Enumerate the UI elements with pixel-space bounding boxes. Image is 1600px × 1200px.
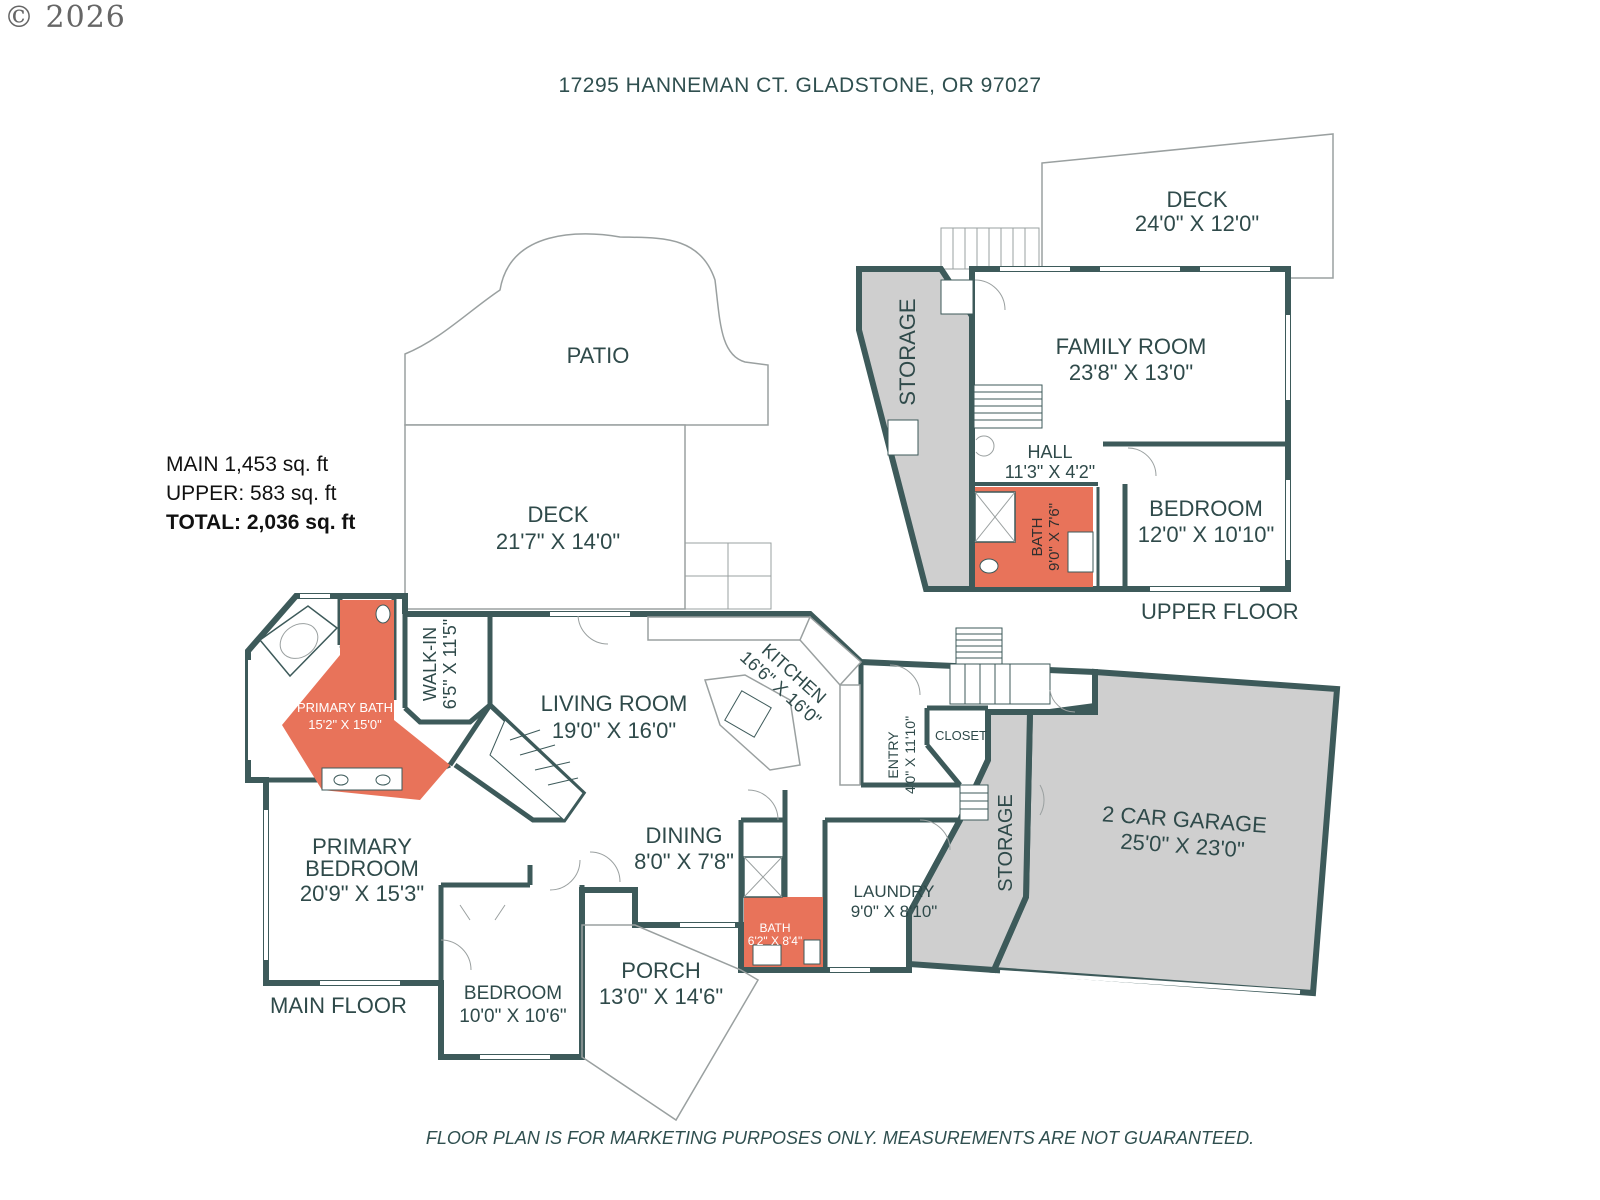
copyright-notice: © 2026 [4, 0, 126, 35]
upper-interior-stairs [887, 279, 1043, 456]
laundry-name: LAUNDRY [854, 882, 935, 901]
area-summary: MAIN 1,453 sq. ft UPPER: 583 sq. ft TOTA… [166, 450, 355, 537]
upper-storage-name: STORAGE [895, 298, 920, 405]
primary-bath-area [282, 600, 450, 800]
primary-bedroom-dims: 20'9" X 15'3" [300, 881, 424, 906]
living-room-dims: 19'0" X 16'0" [552, 718, 676, 743]
laundry-dims: 9'0" X 8'10" [851, 902, 938, 921]
patio-area [404, 233, 769, 426]
upper-area: UPPER: 583 sq. ft [166, 482, 337, 505]
upper-deck-name: DECK [1166, 187, 1227, 212]
main-windows [264, 612, 1301, 1059]
porch-dims: 13'0" X 14'6" [599, 984, 723, 1009]
living-room-name: LIVING ROOM [541, 691, 688, 716]
porch-area [581, 924, 760, 1122]
primary-bedroom-line2: BEDROOM [305, 856, 419, 881]
main-bath-name: BATH [759, 921, 790, 935]
entry-name: ENTRY [885, 731, 901, 779]
primary-bath-dims: 15'2" X 15'0" [308, 717, 382, 732]
total-area: TOTAL: 2,036 sq. ft [166, 511, 356, 534]
walk-in-name: WALK-IN [420, 627, 440, 701]
hall-dims: 11'3" X 4'2" [1005, 462, 1095, 482]
upper-bedroom-dims: 12'0" X 10'10" [1138, 522, 1275, 547]
upper-floor-label: UPPER FLOOR [1141, 599, 1299, 624]
family-room-name: FAMILY ROOM [1056, 334, 1207, 359]
dining-dims: 8'0" X 7'8" [634, 849, 734, 874]
dining-name: DINING [646, 823, 723, 848]
upper-bedroom-name: BEDROOM [1149, 496, 1263, 521]
disclaimer-text: FLOOR PLAN IS FOR MARKETING PURPOSES ONL… [425, 1128, 1255, 1148]
main-bedroom-dims: 10'0" X 10'6" [459, 1006, 566, 1027]
patio-name: PATIO [567, 343, 630, 368]
closet-name: CLOSET [935, 728, 987, 743]
hall-name: HALL [1027, 442, 1072, 462]
main-bath-dims: 6'2" X 8'4" [748, 934, 802, 948]
family-room-dims: 23'8" X 13'0" [1069, 360, 1193, 385]
upper-door-swings [974, 279, 1157, 477]
main-storage-name: STORAGE [995, 794, 1017, 891]
primary-bedroom-line1: PRIMARY [312, 834, 412, 859]
main-door-swings [440, 613, 1076, 971]
main-bedroom-name: BEDROOM [464, 983, 562, 1004]
porch-name: PORCH [621, 958, 700, 983]
main-deck-stairs [684, 542, 772, 610]
entry-dims: 4'0" X 11'10" [902, 716, 918, 794]
main-interior-stairs [489, 627, 1051, 821]
upper-bath-dims: 9'0" X 7'6" [1046, 503, 1063, 571]
kitchen-counters [647, 615, 863, 786]
primary-bath-windows [248, 594, 330, 760]
primary-bath-name: PRIMARY BATH [297, 700, 393, 715]
main-floor-label: MAIN FLOOR [270, 993, 407, 1018]
property-address: 17295 HANNEMAN CT. GLADSTONE, OR 97027 [558, 74, 1042, 97]
main-area: MAIN 1,453 sq. ft [166, 453, 329, 476]
upper-deck-dims: 24'0" X 12'0" [1135, 211, 1259, 236]
main-deck-area [404, 424, 686, 610]
walk-in-dims: 6'5" X 11'5" [440, 619, 460, 709]
upper-windows [1000, 267, 1290, 591]
upper-deck-stairs [940, 227, 1040, 270]
main-deck-dims: 21'7" X 14'0" [496, 529, 620, 554]
upper-bath-name: BATH [1029, 518, 1046, 557]
main-deck-name: DECK [527, 502, 588, 527]
